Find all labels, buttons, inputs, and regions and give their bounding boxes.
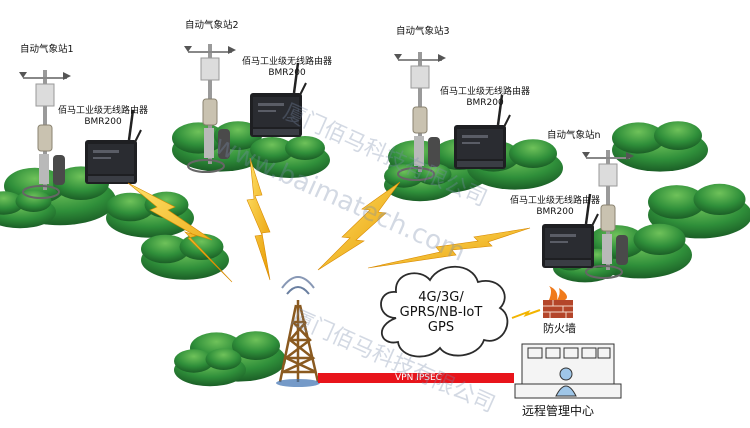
router-3-label: 佰马工业级无线路由器 BMR200 [440,87,530,109]
lightning-bolt-2-icon [246,157,271,281]
station-1-label: 自动气象站1 [20,44,74,55]
lightning-bolt-3-icon [317,181,401,271]
router-2-label: 佰马工业级无线路由器 BMR200 [242,57,332,79]
network-type-label: 4G/3G/ GPRS/NB-IoT GPS [396,290,486,335]
firewall-label: 防火墙 [543,322,576,335]
firewall-icon [543,286,573,318]
management-center-label: 远程管理中心 [522,404,595,418]
router-n-model-desc: 佰马工业级无线路由器 [510,196,601,206]
router-2-model-desc: 佰马工业级无线路由器 [242,57,333,67]
network-type-line-3: GPS [427,320,455,335]
router-n-model: BMR200 [536,207,574,217]
firewall-link-bolt-icon [511,309,541,319]
router-1-model-desc: 佰马工业级无线路由器 [58,106,149,116]
station-n-label: 自动气象站n [547,130,601,141]
station-2-label: 自动气象站2 [185,20,239,31]
router-1-model: BMR200 [84,117,122,127]
vpn-link-bar [318,373,514,383]
network-type-line-2: GPRS/NB-IoT [399,305,483,320]
router-2-model: BMR200 [268,68,306,78]
station-3-label: 自动气象站3 [396,26,450,37]
router-3-model: BMR200 [466,98,504,108]
hill-tower [174,331,286,387]
network-type-line-1: 4G/3G/ [418,290,464,305]
router-n-label: 佰马工业级无线路由器 BMR200 [510,196,600,218]
cellular-network-cloud-icon [380,265,509,358]
router-1-label: 佰马工业级无线路由器 BMR200 [58,106,148,128]
lightning-bolt-4-icon [367,227,531,269]
router-3-model-desc: 佰马工业级无线路由器 [440,87,531,97]
cell-tower-icon [276,276,320,387]
lightning-bolt-1-icon [127,182,233,283]
control-center-icon [514,343,622,399]
vpn-link-label: VPN IPSEC [395,373,442,383]
